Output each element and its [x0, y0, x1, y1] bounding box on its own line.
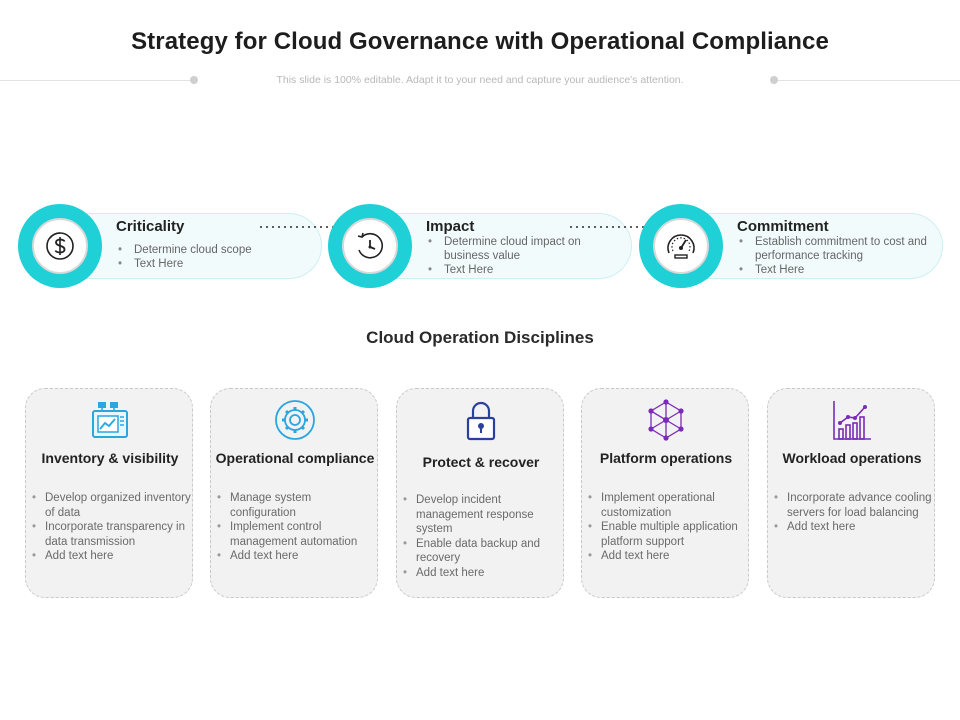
discipline-card-protect-recover: Protect & recover Develop incident manag… — [396, 388, 564, 598]
pillar-commitment-ring — [639, 204, 723, 288]
discipline-list: Develop organized inventory of data Inco… — [30, 491, 194, 564]
list-item: Enable data backup and recovery — [401, 537, 565, 566]
discipline-list: Develop incident management response sys… — [401, 493, 565, 580]
discipline-title: Platform operations — [599, 450, 733, 466]
pillar-commitment-title: Commitment — [737, 218, 829, 235]
pillar-criticality-list: Determine cloud scope Text Here — [116, 243, 306, 271]
discipline-title: Operational compliance — [215, 450, 375, 466]
subtitle-divider-left — [0, 80, 196, 81]
list-item: Develop incident management response sys… — [401, 493, 565, 537]
discipline-list: Implement operational customization Enab… — [586, 491, 750, 564]
discipline-title: Inventory & visibility — [41, 450, 179, 466]
pillar-criticality-title: Criticality — [116, 218, 185, 235]
discipline-title: Workload operations — [782, 450, 922, 466]
discipline-card-operational-compliance: Operational compliance Manage system con… — [210, 388, 378, 598]
list-item: Determine cloud scope — [116, 243, 306, 257]
list-item: Implement control management automation — [215, 520, 379, 549]
discipline-card-workload-operations: Workload operations Incorporate advance … — [767, 388, 935, 598]
subtitle-dot-right — [770, 76, 778, 84]
subtitle-dot-left — [190, 76, 198, 84]
clock-icon — [357, 232, 384, 259]
list-item: Add text here — [401, 566, 565, 581]
discipline-list: Incorporate advance cooling servers for … — [772, 491, 936, 535]
discipline-title: Protect & recover — [422, 454, 540, 470]
dotted-connector — [568, 226, 648, 228]
pillar-criticality-ring — [18, 204, 102, 288]
list-item: Determine cloud impact on business value — [426, 235, 606, 263]
discipline-card-inventory: Inventory & visibility Develop organized… — [25, 388, 193, 598]
dollar-icon — [46, 232, 74, 260]
list-item: Add text here — [586, 549, 750, 564]
list-item: Enable multiple application platform sup… — [586, 520, 750, 549]
pillar-commitment-list: Establish commitment to cost and perform… — [737, 235, 937, 277]
dotted-connector — [258, 226, 338, 228]
list-item: Implement operational customization — [586, 491, 750, 520]
list-item: Text Here — [426, 263, 606, 277]
dashboard-monitor-icon — [92, 402, 128, 438]
pillar-impact-list: Determine cloud impact on business value… — [426, 235, 606, 277]
network-icon — [648, 399, 684, 441]
pillar-impact-title: Impact — [426, 218, 475, 235]
gear-icon — [275, 400, 315, 440]
speedometer-icon — [667, 234, 695, 259]
discipline-card-platform-operations: Platform operations Implement operationa… — [581, 388, 749, 598]
list-item: Manage system configuration — [215, 491, 379, 520]
list-item: Text Here — [737, 263, 937, 277]
list-item: Develop organized inventory of data — [30, 491, 194, 520]
slide-subtitle: This slide is 100% editable. Adapt it to… — [276, 74, 684, 86]
list-item: Add text here — [772, 520, 936, 535]
list-item: Add text here — [215, 549, 379, 564]
subtitle-divider-right — [776, 80, 960, 81]
list-item: Add text here — [30, 549, 194, 564]
pillar-impact-ring — [328, 204, 412, 288]
growth-chart-icon — [833, 401, 871, 440]
list-item: Incorporate transparency in data transmi… — [30, 520, 194, 549]
list-item: Text Here — [116, 257, 306, 271]
discipline-list: Manage system configuration Implement co… — [215, 491, 379, 564]
list-item: Establish commitment to cost and perform… — [737, 235, 937, 263]
list-item: Incorporate advance cooling servers for … — [772, 491, 936, 520]
section-title: Cloud Operation Disciplines — [366, 328, 594, 347]
slide-title: Strategy for Cloud Governance with Opera… — [131, 28, 829, 55]
padlock-icon — [466, 401, 496, 441]
